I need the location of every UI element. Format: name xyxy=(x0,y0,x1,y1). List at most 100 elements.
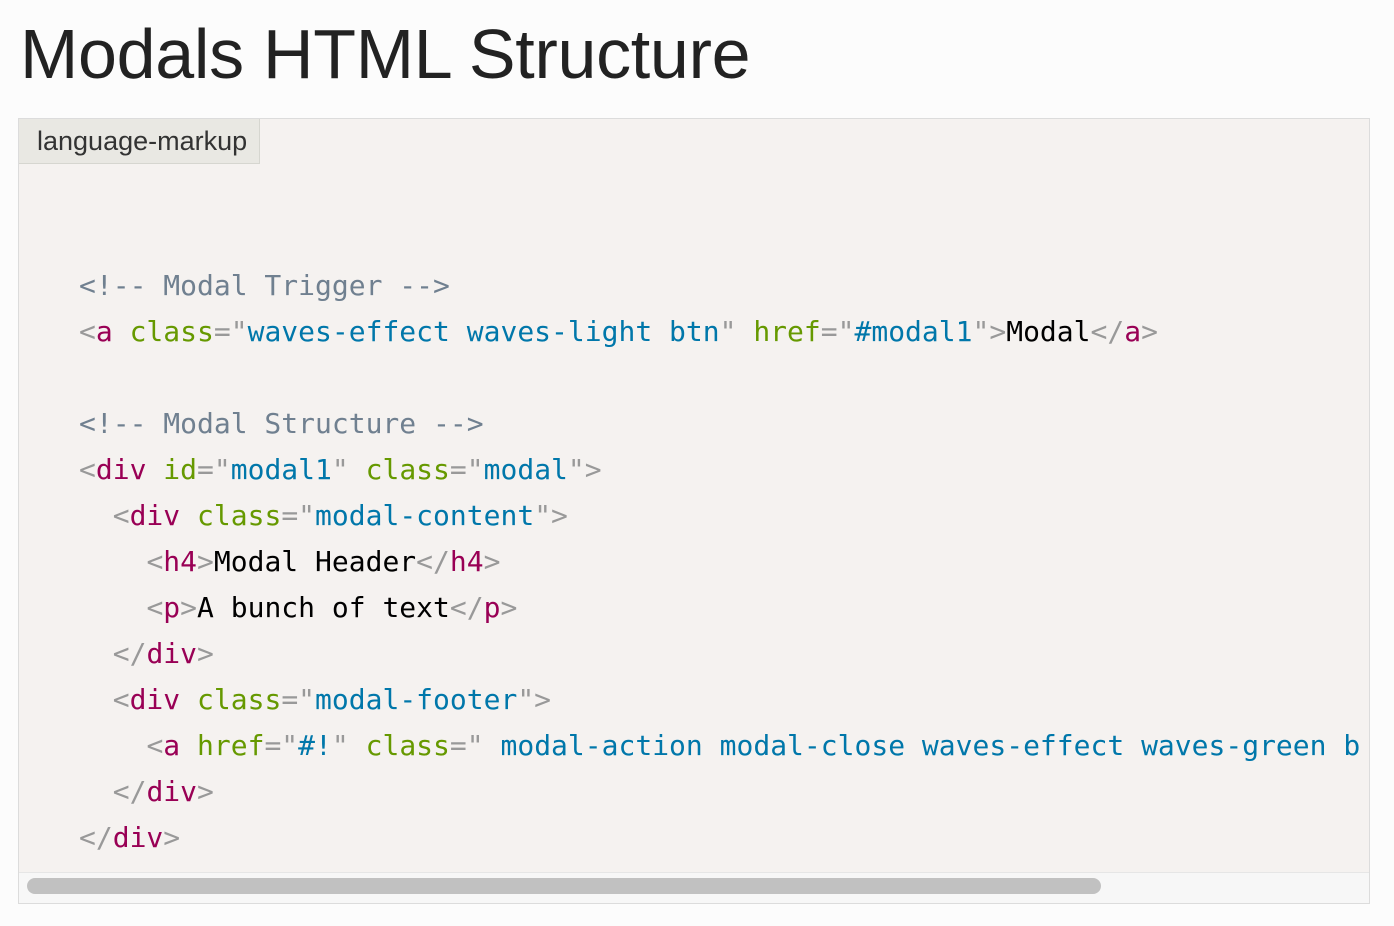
horizontal-scrollbar[interactable] xyxy=(19,872,1369,903)
code-token-value: modal xyxy=(483,453,568,486)
code-line: </div> xyxy=(79,775,214,808)
code-token-punct: > xyxy=(483,545,501,578)
code-token-punct: > xyxy=(1141,315,1158,348)
code-token-tag: a xyxy=(1124,315,1142,348)
code-token-comment: <!-- Modal Structure --> xyxy=(79,407,484,440)
code-token-attr: class xyxy=(365,729,450,762)
code-token-tag: div xyxy=(146,637,198,670)
code-token-punct: "> xyxy=(972,315,1007,348)
code-token-tag: p xyxy=(163,591,181,624)
code-token-tag: div xyxy=(146,775,198,808)
code-token-attr: class xyxy=(129,315,214,348)
code-token-punct: "> xyxy=(567,453,602,486)
code-token-punct: > xyxy=(197,637,214,670)
code-token-attr: class xyxy=(365,453,450,486)
code-token-punct: < xyxy=(112,683,130,716)
code-token-punct: </ xyxy=(112,637,147,670)
code-token-punct: " xyxy=(719,315,737,348)
code-token-punct: =" xyxy=(820,315,855,348)
code-line: <!-- Modal Trigger --> xyxy=(79,269,450,302)
code-token-punct: < xyxy=(146,729,164,762)
scrollbar-thumb[interactable] xyxy=(27,878,1101,894)
code-token-attr: class xyxy=(197,499,282,532)
code-token-value: modal-action modal-close waves-effect wa… xyxy=(483,729,1361,762)
code-token-punct: " xyxy=(331,453,349,486)
code-token-text xyxy=(79,729,146,762)
code-token-tag: h4 xyxy=(163,545,198,578)
code-token-text xyxy=(79,637,113,670)
code-token-punct: "> xyxy=(534,499,568,532)
code-line: <p>A bunch of text</p> xyxy=(79,591,517,624)
code-token-punct: =" xyxy=(281,499,316,532)
code-token-tag: div xyxy=(95,453,147,486)
code-token-value: #! xyxy=(298,729,332,762)
code-token-punct: < xyxy=(112,499,130,532)
code-line: <div class="modal-footer"> xyxy=(79,683,551,716)
code-token-punct: =" xyxy=(264,729,299,762)
code-token-tag: p xyxy=(483,591,501,624)
code-token-value: waves-effect waves-light btn xyxy=(247,315,720,348)
code-token-value: modal-footer xyxy=(315,683,518,716)
code-line: <h4>Modal Header</h4> xyxy=(79,545,500,578)
code-line: </div> xyxy=(79,637,214,670)
code-token-punct: </ xyxy=(449,591,484,624)
code-token-text xyxy=(349,453,366,486)
code-token-text: Modal Header xyxy=(213,545,417,578)
code-token-punct: < xyxy=(146,591,164,624)
code-token-attr: href xyxy=(753,315,821,348)
code-token-text xyxy=(180,729,197,762)
code-token-punct: " xyxy=(331,729,349,762)
code-token-tag: h4 xyxy=(449,545,484,578)
code-token-text xyxy=(79,499,113,532)
code-token-text xyxy=(180,683,197,716)
code-token-comment: <!-- Modal Trigger --> xyxy=(79,269,450,302)
code-token-punct: </ xyxy=(79,821,113,854)
code-token-value: #modal1 xyxy=(854,315,973,348)
code-token-text xyxy=(349,729,366,762)
code-token-punct: > xyxy=(500,591,518,624)
code-token-punct: =" xyxy=(449,453,484,486)
code-token-punct: < xyxy=(146,545,164,578)
code-token-punct: > xyxy=(180,591,198,624)
code-token-text xyxy=(113,315,130,348)
code-token-value: modal1 xyxy=(230,453,332,486)
code-token-punct: > xyxy=(197,545,214,578)
page-title: Modals HTML Structure xyxy=(20,15,751,93)
code-line: </div> xyxy=(79,821,180,854)
code-token-attr: class xyxy=(197,683,282,716)
code-token-punct: > xyxy=(197,775,214,808)
code-token-text xyxy=(79,591,146,624)
code-token-tag: a xyxy=(95,315,113,348)
code-line: <a href="#!" class=" modal-action modal-… xyxy=(79,729,1360,762)
code-token-text: A bunch of text xyxy=(197,591,450,624)
code-token-text xyxy=(79,683,113,716)
code-token-punct: =" xyxy=(281,683,316,716)
code-token-tag: div xyxy=(129,683,181,716)
code-token-tag: a xyxy=(163,729,181,762)
code-token-punct: </ xyxy=(416,545,450,578)
language-label: language-markup xyxy=(19,119,261,164)
code-line: <div class="modal-content"> xyxy=(79,499,568,532)
code-token-text xyxy=(79,775,113,808)
code-token-text xyxy=(180,499,197,532)
code-token-punct: </ xyxy=(1090,315,1125,348)
code-token-text: Modal xyxy=(1006,315,1091,348)
code-line: <div id="modal1" class="modal"> xyxy=(79,453,602,486)
code-token-punct: </ xyxy=(112,775,147,808)
code-token-punct: "> xyxy=(517,683,552,716)
code-viewport[interactable]: <!-- Modal Trigger --> <a class="waves-e… xyxy=(19,119,1369,873)
code-token-punct: > xyxy=(163,821,181,854)
code-token-attr: id xyxy=(163,453,198,486)
code-token-text xyxy=(736,315,753,348)
code-token-punct: =" xyxy=(197,453,231,486)
code-token-punct: < xyxy=(79,453,96,486)
code-line: <!-- Modal Structure --> xyxy=(79,407,484,440)
code-token-text xyxy=(146,453,163,486)
code-token-punct: =" xyxy=(213,315,248,348)
code-token-value: modal-content xyxy=(315,499,535,532)
code-content: <!-- Modal Trigger --> <a class="waves-e… xyxy=(79,217,1360,861)
code-token-attr: href xyxy=(197,729,265,762)
code-block: <!-- Modal Trigger --> <a class="waves-e… xyxy=(18,118,1370,904)
code-token-punct: < xyxy=(79,315,96,348)
code-token-tag: div xyxy=(112,821,164,854)
